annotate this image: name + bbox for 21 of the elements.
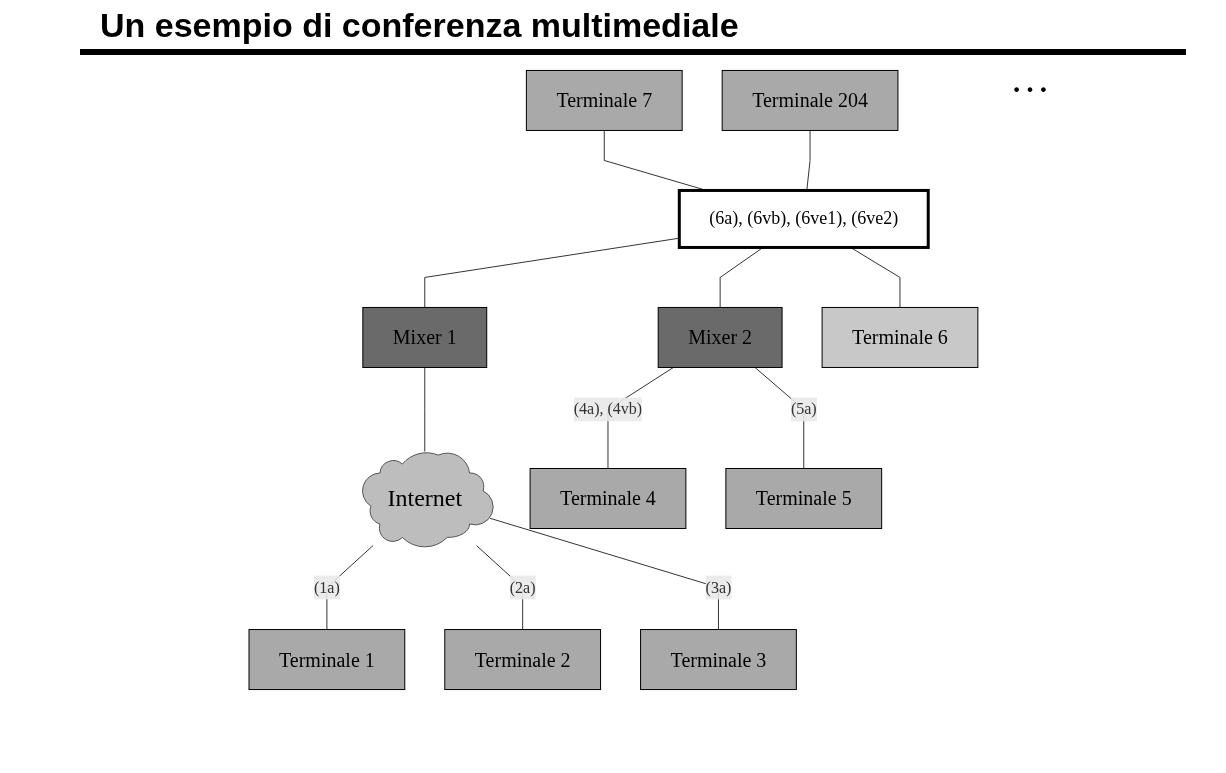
- ellipsis-text: …: [1010, 56, 1050, 101]
- node-box: Terminale 6: [821, 306, 978, 368]
- node-box: (6a), (6vb), (6ve1), (6ve2): [677, 188, 930, 249]
- node-box: Terminale 3: [639, 629, 797, 691]
- connector: [805, 129, 811, 191]
- node-box: Terminale 4: [529, 468, 686, 529]
- connector: [489, 517, 719, 631]
- title: Un esempio di conferenza multimediale: [100, 6, 740, 45]
- edge-label: (5a): [790, 400, 817, 418]
- node-box: Terminale 204: [721, 69, 898, 131]
- node-box: Terminale 7: [525, 69, 683, 131]
- node-box: Mixer 2: [657, 306, 783, 368]
- connector: [423, 366, 425, 452]
- edge-label: (2a): [509, 578, 536, 596]
- node-box: Terminale 5: [724, 468, 882, 529]
- node-box: Mixer 1: [361, 306, 487, 368]
- edge-label: (1a): [313, 578, 340, 596]
- node-box: Terminale 2: [443, 629, 601, 691]
- edge-label: (4a), (4vb): [573, 400, 642, 418]
- edge-label: (3a): [705, 578, 731, 596]
- node-box: Terminale 1: [248, 629, 405, 691]
